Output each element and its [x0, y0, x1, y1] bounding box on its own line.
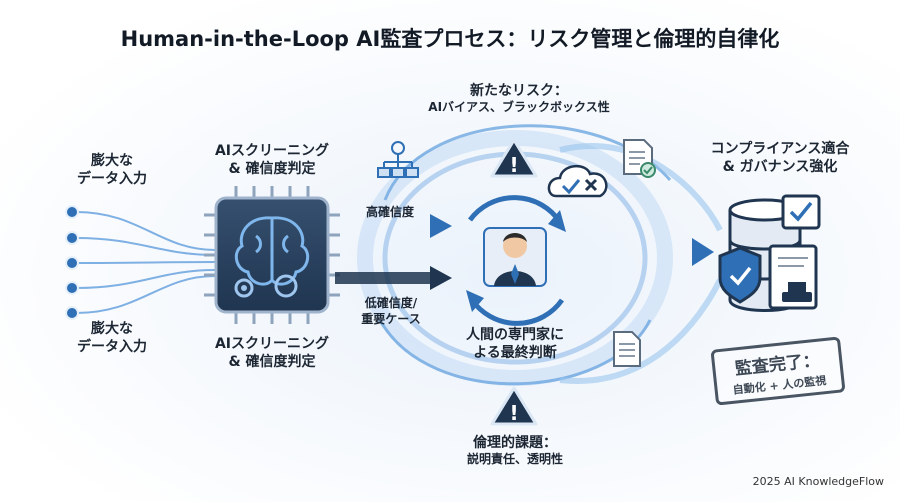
input-label-bottom: 膨大な データ入力 [52, 320, 172, 356]
warning-icon-bottom: ! [490, 386, 538, 426]
ethics-callout: 倫理的課題： 説明責任、透明性 [420, 434, 610, 468]
input-label-bottom-line2: データ入力 [77, 339, 147, 356]
ai-label-bottom-line2: & 確信度判定 [228, 354, 316, 371]
page-title: Human-in-the-Loop AI監査プロセス：リスク管理と倫理的自律化 [120, 27, 780, 51]
human-expert-icon [483, 227, 547, 287]
ai-label-bottom: AIスクリーニング & 確信度判定 [182, 335, 362, 371]
expert-label-line2: よる最終判断 [473, 345, 557, 362]
high-confidence-arrow [335, 214, 452, 238]
ai-label-top-line2: & 確信度判定 [228, 161, 316, 178]
check-cross-cloud-icon [547, 165, 608, 198]
ai-label-bottom-line1: AIスクリーニング [214, 336, 330, 352]
warning-icon-top: ! [490, 138, 538, 178]
input-label-bottom-line1: 膨大な [91, 321, 133, 337]
brain-icon [234, 216, 310, 286]
input-label-top-line2: データ入力 [77, 171, 147, 188]
footer-credit: 2025 AI KnowledgeFlow [752, 475, 884, 488]
gear-icon [234, 274, 298, 298]
expert-label: 人間の専門家に よる最終判断 [455, 326, 575, 362]
compliance-label: コンプライアンス適合 & ガバナンス強化 [680, 140, 880, 176]
review-cycle-icon [466, 195, 566, 326]
ethics-detail: 説明責任、透明性 [466, 452, 563, 467]
ai-label-top: AIスクリーニング & 確信度判定 [182, 142, 362, 178]
svg-text:!: ! [509, 153, 518, 177]
svg-text:!: ! [509, 401, 518, 425]
network-hierarchy-icon [377, 141, 419, 178]
low-confidence-label-line1: 低確信度/ [364, 296, 418, 310]
new-risk-detail: AIバイアス、ブラックボックス性 [428, 100, 610, 115]
input-data-lines [65, 205, 216, 320]
compliance-label-line1: コンプライアンス適合 [710, 141, 850, 157]
new-risk-callout: 新たなリスク： AIバイアス、ブラックボックス性 [404, 82, 634, 116]
low-confidence-label: 低確信度/ 重要ケース [336, 296, 446, 327]
low-confidence-label-line2: 重要ケース [361, 311, 421, 326]
output-arrow [575, 238, 714, 266]
input-label-top-line1: 膨大な [91, 153, 133, 169]
input-label-top: 膨大な データ入力 [52, 152, 172, 188]
compliance-label-line2: & ガバナンス強化 [722, 159, 838, 176]
high-confidence-label: 高確信度 [365, 205, 414, 219]
ai-chip [204, 186, 340, 324]
certificate-stamp-icon [768, 244, 818, 310]
document-check-icon [623, 139, 656, 178]
expert-label-line1: 人間の専門家に [466, 327, 564, 343]
ai-label-top-line1: AIスクリーニング [214, 143, 330, 159]
ethics-heading: 倫理的課題： [473, 435, 557, 451]
new-risk-heading: 新たなリスク： [470, 83, 568, 99]
document-icon [613, 331, 641, 367]
low-confidence-arrow [335, 266, 452, 290]
checklist-icon [781, 194, 821, 230]
shield-icon [718, 246, 762, 304]
